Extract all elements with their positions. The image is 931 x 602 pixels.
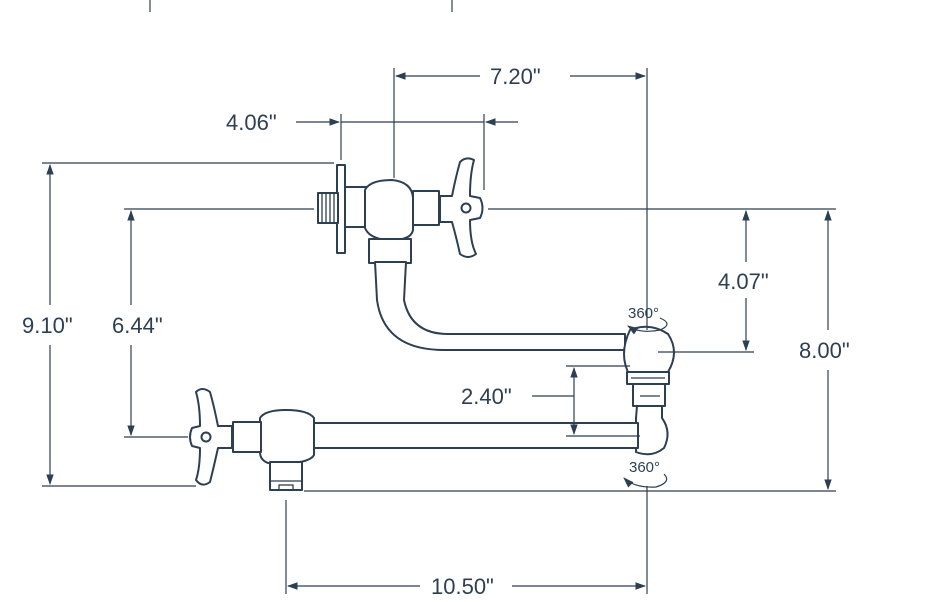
dimension-reach-label: 10.50"	[431, 574, 494, 599]
upper-rotation-label: 360°	[628, 305, 659, 322]
lower-valve-body	[259, 409, 315, 464]
faucet-body	[189, 157, 675, 491]
dimension-inlet-height-label: 6.44"	[112, 313, 163, 338]
dimension-arm-gap-label: 2.40"	[461, 384, 512, 409]
spout-outlet	[269, 461, 303, 491]
lower-rotation-label: 360°	[629, 459, 660, 476]
dimension-upper-drop-label: 4.07"	[718, 269, 769, 294]
dimension-arm-gap: 2.40"	[461, 365, 640, 437]
upper-swivel-nut	[368, 238, 412, 264]
dimension-overall-height: 9.10"	[22, 162, 334, 487]
upper-valve-body	[364, 179, 414, 241]
dimension-valve-spacing: 4.06"	[226, 110, 518, 190]
dimension-top-width-label: 7.20"	[490, 64, 541, 89]
dimension-upper-drop: 4.07"	[488, 208, 836, 353]
dimension-valve-spacing-label: 4.06"	[226, 110, 277, 135]
dimension-right-height: 8.00"	[304, 209, 850, 492]
rotation-indicator-lower: 360°	[623, 459, 668, 488]
dimension-overall-height-label: 9.10"	[22, 313, 73, 338]
dimension-top-width: 7.20"	[393, 64, 648, 330]
threaded-inlet	[317, 192, 339, 224]
rotation-indicator-upper: 360°	[627, 305, 668, 335]
lower-swivel-joint	[635, 405, 669, 456]
upper-arm	[374, 261, 626, 351]
dimension-inlet-height: 6.44"	[112, 208, 314, 438]
dimension-reach: 10.50"	[285, 486, 648, 599]
dimension-right-height-label: 8.00"	[799, 338, 850, 363]
